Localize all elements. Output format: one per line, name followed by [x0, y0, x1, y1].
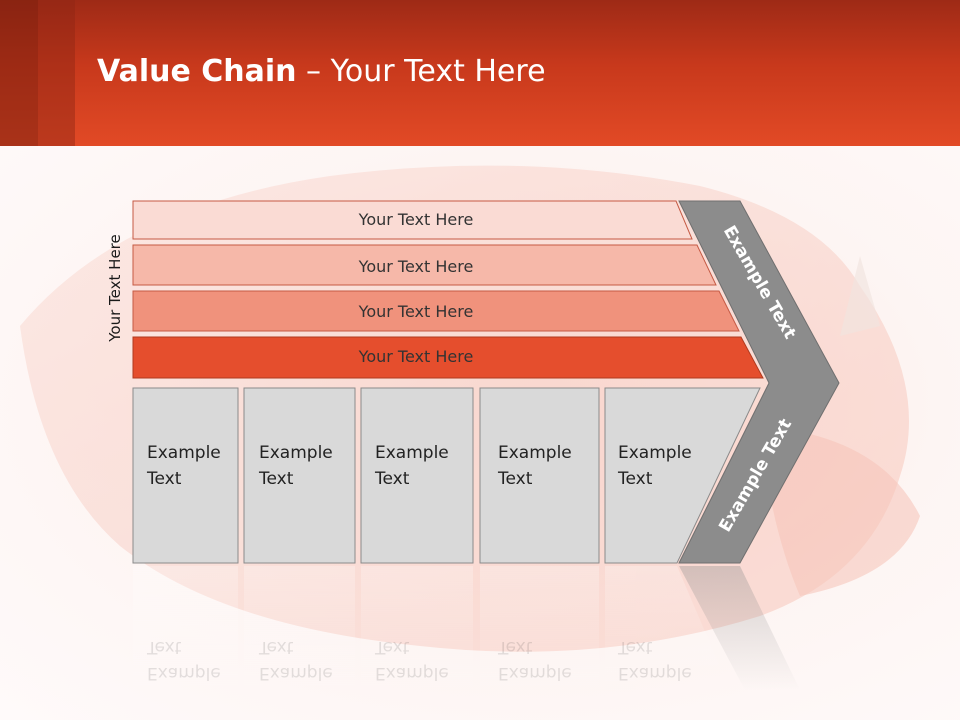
band-1	[132, 200, 693, 240]
header-accent-strip	[38, 0, 75, 146]
band-2	[132, 244, 717, 286]
activity-cell-1	[132, 387, 239, 564]
title-bar: Value Chain – Your Text Here	[0, 0, 960, 146]
band-3-label: Your Text Here	[358, 302, 474, 321]
band-2-label: Your Text Here	[358, 257, 474, 276]
activity-cell-2	[243, 387, 356, 564]
cells-reflection	[133, 566, 730, 696]
activity-cell-3	[360, 387, 474, 564]
title-rest: – Your Text Here	[296, 54, 546, 89]
activity-cell-5	[604, 387, 761, 564]
activity-cell-4	[479, 387, 600, 564]
chevron-reflection	[679, 566, 800, 690]
band-4	[132, 336, 764, 379]
band-1-label: Your Text Here	[358, 210, 474, 229]
band-4-label: Your Text Here	[358, 347, 474, 366]
page-title: Value Chain – Your Text Here	[97, 54, 546, 89]
title-bold: Value Chain	[97, 54, 297, 89]
band-3	[132, 290, 740, 332]
chevron-arrow	[678, 200, 840, 564]
header-accent-strip	[0, 0, 38, 146]
